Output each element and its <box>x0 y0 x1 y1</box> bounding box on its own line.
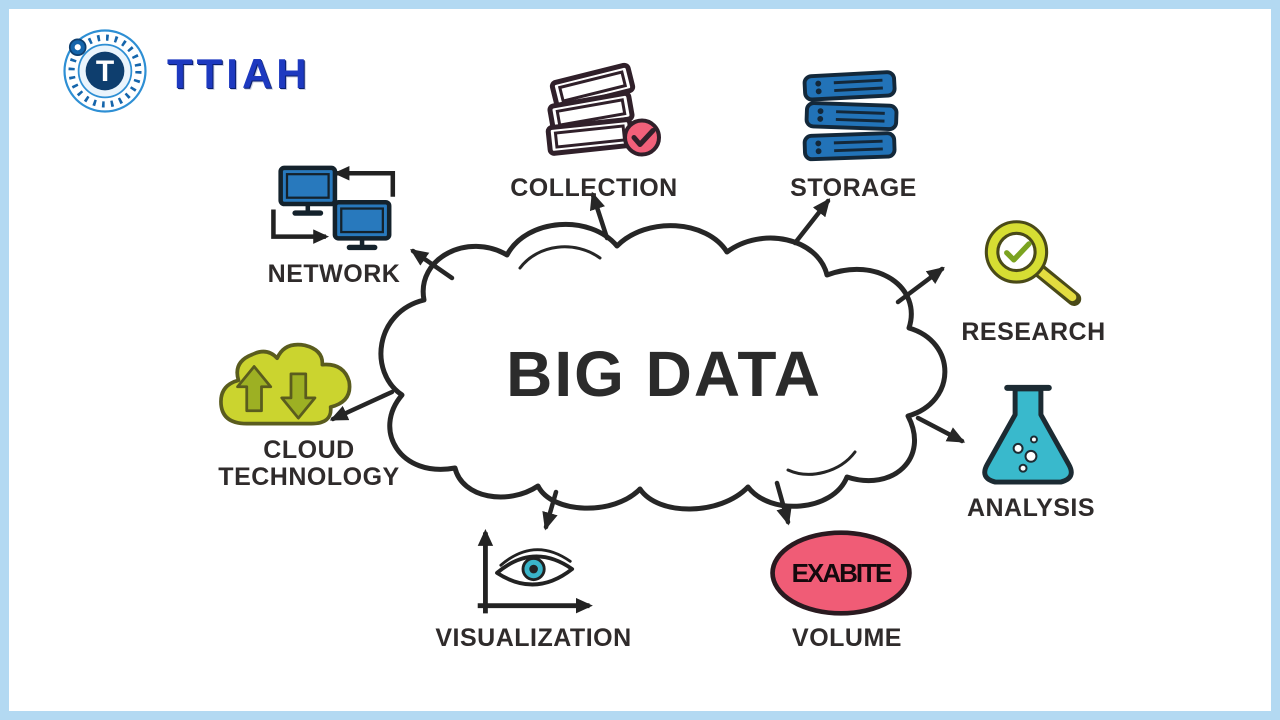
cloud-technology-label-line2: TECHNOLOGY <box>218 463 400 491</box>
diagram-canvas: T TTIAH BIG DATA NETWORK <box>9 9 1271 711</box>
volume-icon <box>770 530 912 616</box>
collection-icon <box>545 62 661 157</box>
arrow-research <box>895 266 945 305</box>
arrow-network <box>410 248 455 281</box>
arrow-storage <box>792 198 831 246</box>
arrow-visualization <box>542 489 559 531</box>
storage-icon <box>802 70 899 162</box>
visualization-icon <box>477 529 593 614</box>
volume-badge: EXABITE <box>791 557 893 588</box>
brand-name: TTIAH <box>167 50 311 97</box>
brand-monogram: T <box>95 55 115 88</box>
arrow-volume <box>774 480 792 526</box>
big-data-cloud-and-arrows <box>329 191 966 531</box>
arrow-collection <box>589 191 610 241</box>
analysis-icon <box>982 384 1074 485</box>
brand-logo-icon: T <box>61 27 149 115</box>
arrow-cloud-technology <box>329 389 395 422</box>
connector-arrows <box>329 191 966 531</box>
volume-label: VOLUME <box>792 624 902 652</box>
brand: T TTIAH <box>61 27 311 115</box>
network-icon <box>271 165 396 251</box>
research-icon <box>984 220 1082 307</box>
arrow-analysis <box>915 415 966 444</box>
collection-label: COLLECTION <box>510 174 678 202</box>
cloud-technology-label-line1: CLOUD <box>263 436 355 464</box>
cloud-technology-label: CLOUD TECHNOLOGY <box>205 437 413 491</box>
visualization-label: VISUALIZATION <box>435 624 632 652</box>
analysis-label: ANALYSIS <box>966 494 1096 522</box>
cloud-technology-icon <box>219 342 352 426</box>
network-label: NETWORK <box>267 260 401 288</box>
research-label: RESEARCH <box>961 318 1106 346</box>
diagram-title: BIG DATA <box>506 338 822 410</box>
cloud-shape <box>378 221 948 512</box>
storage-label: STORAGE <box>790 174 917 202</box>
